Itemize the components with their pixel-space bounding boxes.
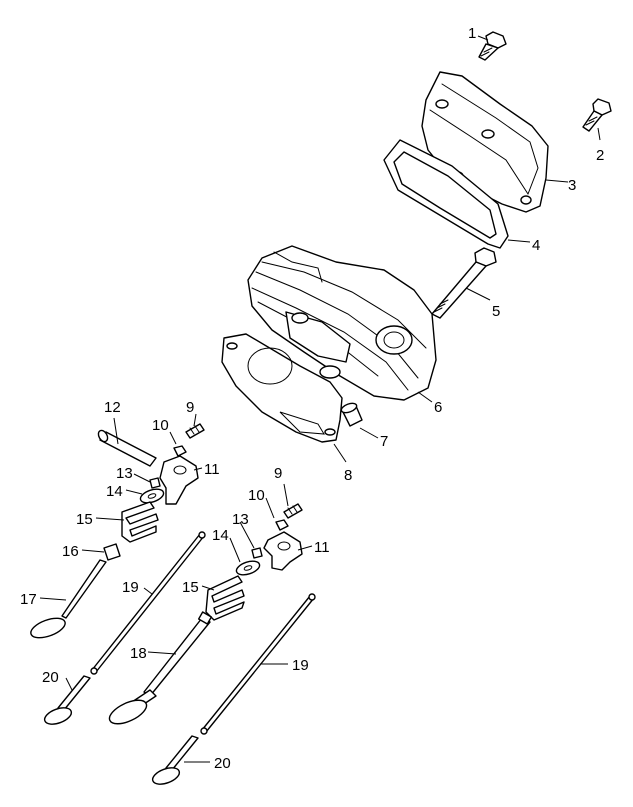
part-18-valve: [108, 611, 213, 725]
callout-19a: 19: [122, 579, 139, 596]
part-11b-rocker-arm: [263, 531, 303, 571]
callout-7: 7: [380, 433, 388, 450]
callout-10b: 10: [248, 487, 265, 504]
callout-4: 4: [532, 237, 540, 254]
part-9a-adjuster-screw: [185, 423, 205, 439]
part-6-cylinder-head: [247, 245, 437, 401]
part-8-head-gasket: [221, 333, 343, 443]
callout-20b: 20: [214, 755, 231, 772]
callout-9b: 9: [274, 465, 282, 482]
part-10b-nut: [275, 519, 289, 531]
part-14a-retainer: [139, 488, 165, 504]
part-15a-valve-spring: [121, 501, 159, 543]
callout-12: 12: [104, 399, 121, 416]
part-11a-rocker-arm: [159, 455, 199, 505]
part-19b-pushrod: [200, 593, 316, 735]
callout-11a: 11: [204, 461, 220, 478]
leader-lines: [39, 35, 601, 763]
callout-16: 16: [62, 543, 79, 560]
part-12-rocker-shaft: [97, 429, 157, 467]
part-13b-keeper: [251, 547, 263, 559]
part-13a-keeper: [149, 477, 161, 489]
part-1-bolt: [478, 31, 507, 61]
callout-15b: 15: [182, 579, 199, 596]
part-2-bolt: [582, 98, 612, 132]
callout-13a: 13: [116, 465, 133, 482]
callout-6: 6: [434, 399, 442, 416]
callout-2: 2: [596, 147, 604, 164]
part-7-dowel: [340, 402, 363, 427]
part-14b-retainer: [235, 560, 261, 576]
callout-15a: 15: [76, 511, 93, 528]
callout-17: 17: [20, 591, 37, 608]
part-5-head-bolt: [431, 247, 497, 319]
callout-9a: 9: [186, 399, 194, 416]
callout-11b: 11: [314, 539, 330, 556]
callout-labels: 1 2 3 4 5 6 7 8 9 10 11 12 13 14 15 16 1…: [20, 25, 604, 772]
callout-20a: 20: [42, 669, 59, 686]
part-20b-tappet: [151, 735, 199, 785]
part-19a-pushrod: [90, 531, 206, 675]
part-16-valve-seal: [103, 543, 121, 561]
callout-5: 5: [492, 303, 500, 320]
callout-18: 18: [130, 645, 147, 662]
part-9b-adjuster-screw: [283, 503, 303, 519]
callout-13b: 13: [232, 511, 249, 528]
part-20a-tappet: [43, 675, 91, 725]
part-4-cover-gasket: [383, 139, 509, 249]
part-17-valve: [30, 559, 107, 639]
callout-19b: 19: [292, 657, 309, 674]
callout-8: 8: [344, 467, 352, 484]
callout-14b: 14: [212, 527, 229, 544]
part-15b-valve-spring: [205, 575, 245, 621]
callout-1: 1: [468, 25, 476, 42]
callout-14a: 14: [106, 483, 123, 500]
callout-10a: 10: [152, 417, 169, 434]
callout-3: 3: [568, 177, 576, 194]
part-10a-nut: [173, 445, 187, 457]
